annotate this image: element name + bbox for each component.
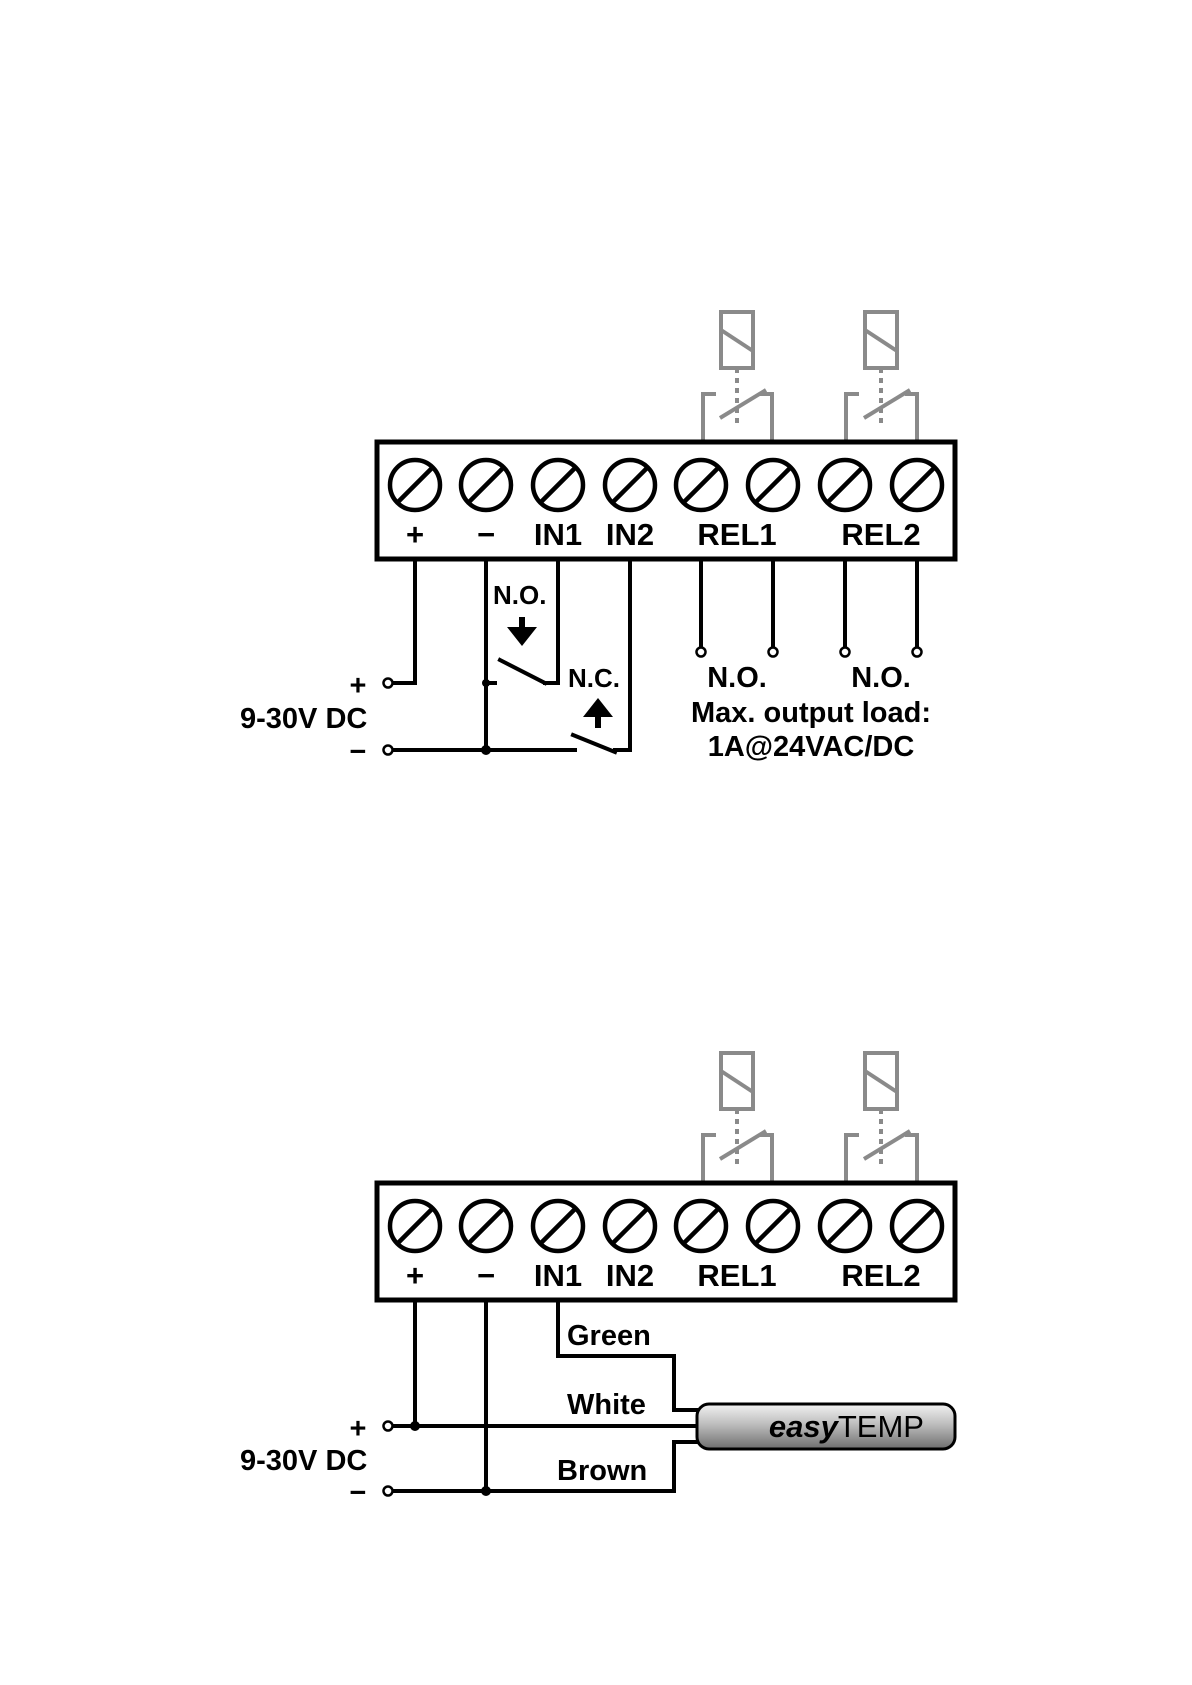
svg-text:easyTEMP: easyTEMP — [769, 1409, 924, 1444]
easytemp-sensor: easyTEMP — [697, 1404, 955, 1449]
terminal-label-minus: − — [477, 1258, 495, 1293]
rel1-contact-label: N.O. — [707, 662, 767, 694]
terminal-label-plus: + — [406, 517, 424, 552]
max-load-value: 1A@24VAC/DC — [708, 731, 915, 763]
terminal-label-rel2: REL2 — [841, 517, 920, 552]
terminal-label-rel1: REL1 — [697, 1258, 776, 1293]
terminal-label-plus: + — [406, 1258, 424, 1293]
supply-voltage-label: 9-30V DC — [240, 1445, 367, 1477]
in1-contact-label: N.O. — [493, 580, 546, 610]
terminal-label-in1: IN1 — [534, 1258, 582, 1293]
sensor-name-prefix: easy — [769, 1409, 840, 1444]
supply-minus-sign: − — [350, 736, 367, 768]
supply-voltage-label: 9-30V DC — [240, 703, 367, 735]
supply-minus-sign: − — [350, 1477, 367, 1509]
rel2-contact-label: N.O. — [851, 662, 911, 694]
terminal-label-in2: IN2 — [606, 517, 654, 552]
supply-plus-sign: + — [350, 1413, 367, 1445]
max-load-label: Max. output load: — [691, 697, 931, 729]
terminal-label-in1: IN1 — [534, 517, 582, 552]
supply-plus-sign: + — [350, 670, 367, 702]
terminal-label-in2: IN2 — [606, 1258, 654, 1293]
terminal-label-minus: − — [477, 517, 495, 552]
diagram-temperature-sensor: + − IN1 IN2 REL1 REL2 easyTEMP — [240, 1053, 955, 1509]
relay-coil-icon — [846, 1053, 917, 1183]
wiring-lines — [384, 1300, 701, 1496]
in2-contact-label: N.C. — [568, 663, 620, 693]
wire-green-label: Green — [567, 1320, 651, 1352]
sensor-name-suffix: TEMP — [838, 1409, 924, 1444]
terminal-label-rel1: REL1 — [697, 517, 776, 552]
wire-brown-label: Brown — [557, 1455, 647, 1487]
wire-white-label: White — [567, 1389, 646, 1421]
relay-coil-icon — [846, 312, 917, 442]
relay-coil-icon — [703, 312, 772, 442]
arrow-down-icon — [507, 617, 537, 646]
relay-coil-icon — [703, 1053, 772, 1183]
arrow-up-icon — [583, 698, 613, 728]
terminal-label-rel2: REL2 — [841, 1258, 920, 1293]
diagram-inputs-relays: + − IN1 IN2 REL1 REL2 — [240, 312, 955, 768]
